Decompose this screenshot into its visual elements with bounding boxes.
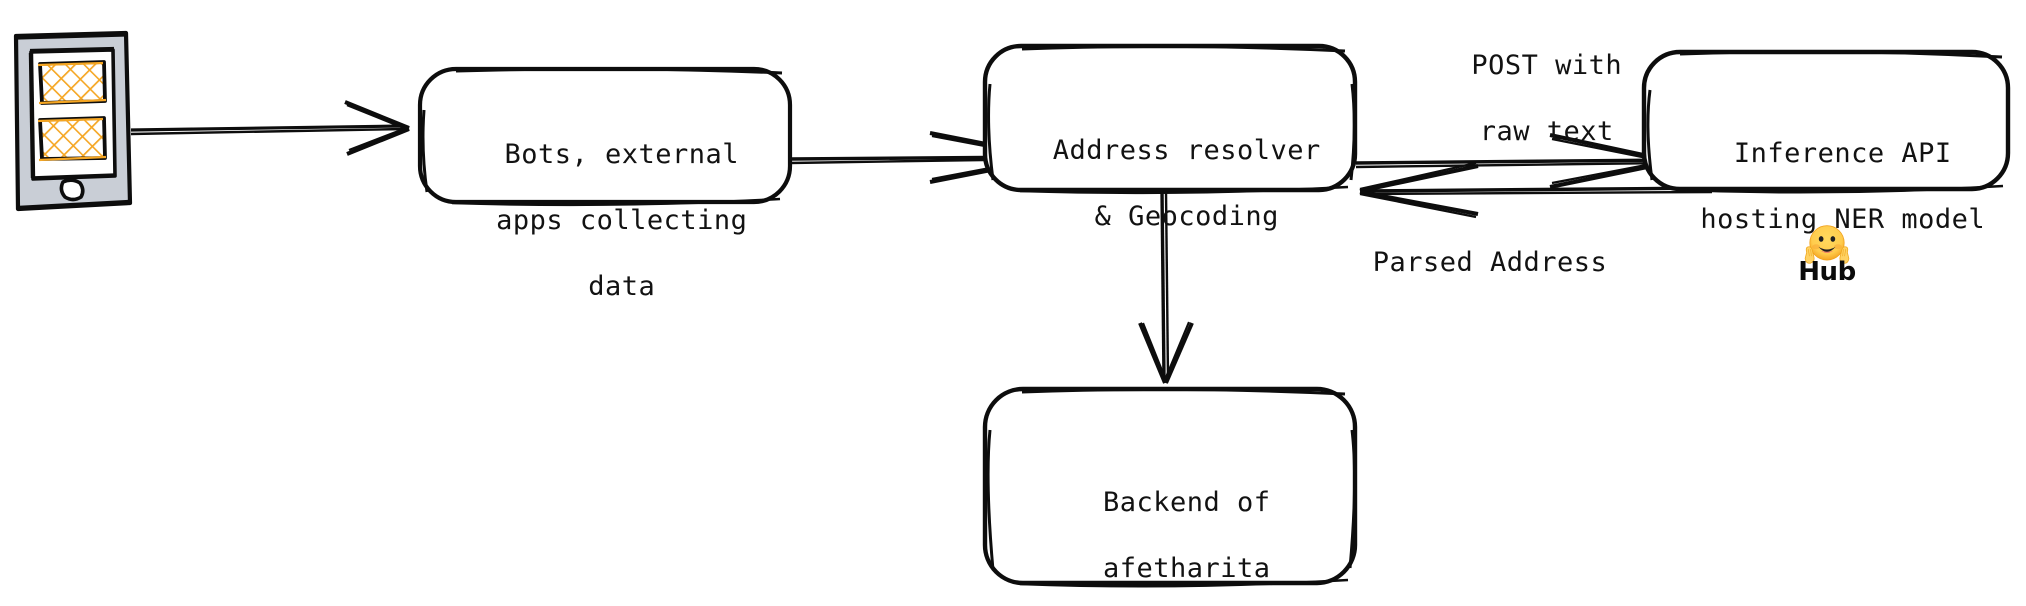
screen-block-2 (37, 116, 107, 162)
node-backend[interactable] (982, 386, 1358, 588)
edge-label-post-with-raw-text: POST with raw text (1380, 16, 1680, 148)
huggingface-hub-branding: Hub (1768, 221, 1886, 297)
edge-resolver-to-backend (1138, 190, 1194, 384)
node-address-resolver[interactable] (982, 43, 1358, 195)
hub-label: Hub (1798, 257, 1856, 287)
edge-inference-to-resolver (1359, 161, 1713, 219)
node-inference-api[interactable] (1641, 49, 2011, 194)
edge-post-line1: POST with (1471, 50, 1623, 81)
home-button-icon (59, 178, 85, 202)
mobile-device-icon (13, 30, 133, 212)
edge-phone-to-bots (130, 100, 410, 156)
screen-block-1 (37, 60, 107, 105)
edge-post-line2: raw text (1479, 116, 1614, 147)
hugging-face-emoji-icon (1804, 225, 1850, 264)
edge-label-parsed-address: Parsed Address (1372, 247, 1608, 278)
node-bots-external-apps[interactable] (417, 66, 793, 207)
